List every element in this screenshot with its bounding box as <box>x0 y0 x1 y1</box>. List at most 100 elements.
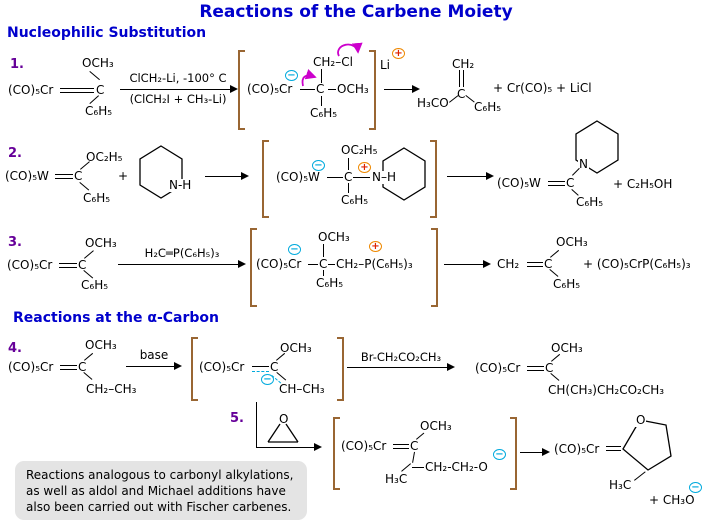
plus-charge: + <box>369 241 382 252</box>
piperidinium-ring <box>382 147 426 201</box>
bond <box>400 462 411 472</box>
ylide-chain: CH₂–P(C₆H₅)₃ <box>336 257 413 271</box>
bond <box>89 71 100 81</box>
formula-substituent: CH₂ <box>497 257 520 271</box>
bond <box>348 183 350 193</box>
bond <box>550 373 560 382</box>
bond <box>328 264 335 266</box>
bond <box>89 94 99 105</box>
byproducts-text: + CH₃O <box>649 493 695 507</box>
formula-substituent: C₆H₅ <box>316 276 344 290</box>
formula-substituent: C₆H₅ <box>576 195 604 209</box>
bond <box>348 158 350 170</box>
formula-substituent: OCH₃ <box>82 56 114 70</box>
formula-substituent: CH–CH₃ <box>279 382 325 396</box>
partial-bond-dashes <box>252 371 269 372</box>
bond <box>300 89 315 91</box>
formula-substituent: C₆H₅ <box>341 193 369 207</box>
counterion-label: Li <box>380 58 391 72</box>
alkoxide-chain: CH₂-CH₂-O <box>425 460 488 474</box>
mechanism-arrow-cr-c-bond <box>301 69 317 87</box>
minus-charge: − <box>261 374 274 385</box>
carbene-carbon: C <box>410 439 419 453</box>
formula-substituent: C₆H₅ <box>85 104 113 118</box>
page-title: Reactions of the Carbene Moiety <box>199 2 513 22</box>
central-carbon: C <box>270 360 279 374</box>
plus-charge: + <box>358 162 371 173</box>
formula-metal-fragment: (CO)₅Cr <box>7 258 53 272</box>
bracket-left <box>238 50 245 130</box>
reaction-arrow <box>384 83 420 95</box>
reaction-conditions: base <box>139 348 169 362</box>
piperidine-ring <box>575 120 619 174</box>
formula-metal-fragment: (CO)₅Cr <box>341 439 387 453</box>
formula-substituent: CH₂–CH₃ <box>86 382 137 396</box>
formula-substituent: OCH₃ <box>280 341 312 355</box>
double-bond <box>606 446 621 451</box>
formula-metal-fragment: (CO)₅W <box>5 169 49 183</box>
formula-metal-fragment: (CO)₅Cr <box>199 360 245 374</box>
reaction-arrow-vertical-segment <box>256 402 258 448</box>
formula-metal-fragment: (CO)₅Cr <box>8 360 54 374</box>
bond <box>323 244 325 257</box>
bond <box>412 467 424 469</box>
note-line: Reactions analogous to carbonyl alkylati… <box>26 468 294 482</box>
carbene-carbon: C <box>545 361 554 375</box>
bond <box>83 372 93 381</box>
formula-substituent: OC₂H₅ <box>341 143 378 157</box>
formula-metal-fragment: (CO)₅W <box>497 176 541 190</box>
minus-charge: − <box>689 482 702 493</box>
formula-substituent: H₃CO <box>417 96 449 110</box>
bond <box>79 182 90 191</box>
bond <box>549 269 559 278</box>
methyl-label: H₃C <box>385 472 408 486</box>
formula-metal-fragment: (CO)₅Cr <box>247 82 293 96</box>
amine-nh-label: N-H <box>168 178 193 193</box>
bond <box>308 264 318 266</box>
formula-substituent: OCH₃ <box>85 338 117 352</box>
formula-substituent: C₆H₅ <box>553 277 581 291</box>
formula-substituent: OCH₃ <box>420 419 452 433</box>
oxacyclopentylidene-ring <box>622 419 672 471</box>
reaction-arrow <box>347 361 455 373</box>
reaction-arrow <box>444 258 491 270</box>
step-number-1: 1. <box>10 57 24 72</box>
step-number-2: 2. <box>8 146 22 161</box>
central-carbon: C <box>344 170 353 184</box>
minus-charge: − <box>288 244 301 255</box>
epoxide-ring <box>267 423 299 443</box>
bond <box>328 89 336 91</box>
double-bond <box>60 365 77 370</box>
bond <box>321 69 323 83</box>
byproducts-text: + (CO)₅CrP(C₆H₅)₃ <box>583 257 691 271</box>
mechanism-arrows <box>301 42 363 87</box>
ring-oxygen: O <box>635 413 647 428</box>
reaction-conditions: H₂C═P(C₆H₅)₃ <box>144 246 220 260</box>
formula-metal-fragment: (CO)₅Cr <box>8 83 54 97</box>
methyl-label: H₃C <box>609 478 632 492</box>
bond <box>323 270 325 276</box>
minus-charge: − <box>312 160 325 171</box>
bracket-right <box>337 337 344 401</box>
bond <box>84 352 94 362</box>
formula-substituent: C₆H₅ <box>83 191 111 205</box>
bond <box>416 432 425 441</box>
double-bond <box>60 88 94 93</box>
note-line: also been carried out with Fischer carbe… <box>26 500 292 514</box>
epoxide-oxygen: O <box>279 412 289 426</box>
reaction-arrow <box>520 446 550 458</box>
minus-charge: − <box>285 70 298 81</box>
formula-substituent: C₆H₅ <box>310 106 338 120</box>
bracket-right <box>369 50 376 130</box>
bond <box>550 249 560 259</box>
carbene-carbon: C <box>78 360 87 374</box>
double-bond <box>548 181 565 186</box>
formula-substituent: OCH₃ <box>556 235 588 249</box>
reaction-arrow <box>256 441 322 453</box>
mechanism-arrow-chloride-leaving <box>337 42 363 57</box>
reaction-arrow <box>118 258 246 270</box>
formula-substituent: OCH₃ <box>318 230 350 244</box>
plus-sign: + <box>118 169 129 183</box>
formula-metal-fragment: (CO)₅Cr <box>554 442 600 456</box>
